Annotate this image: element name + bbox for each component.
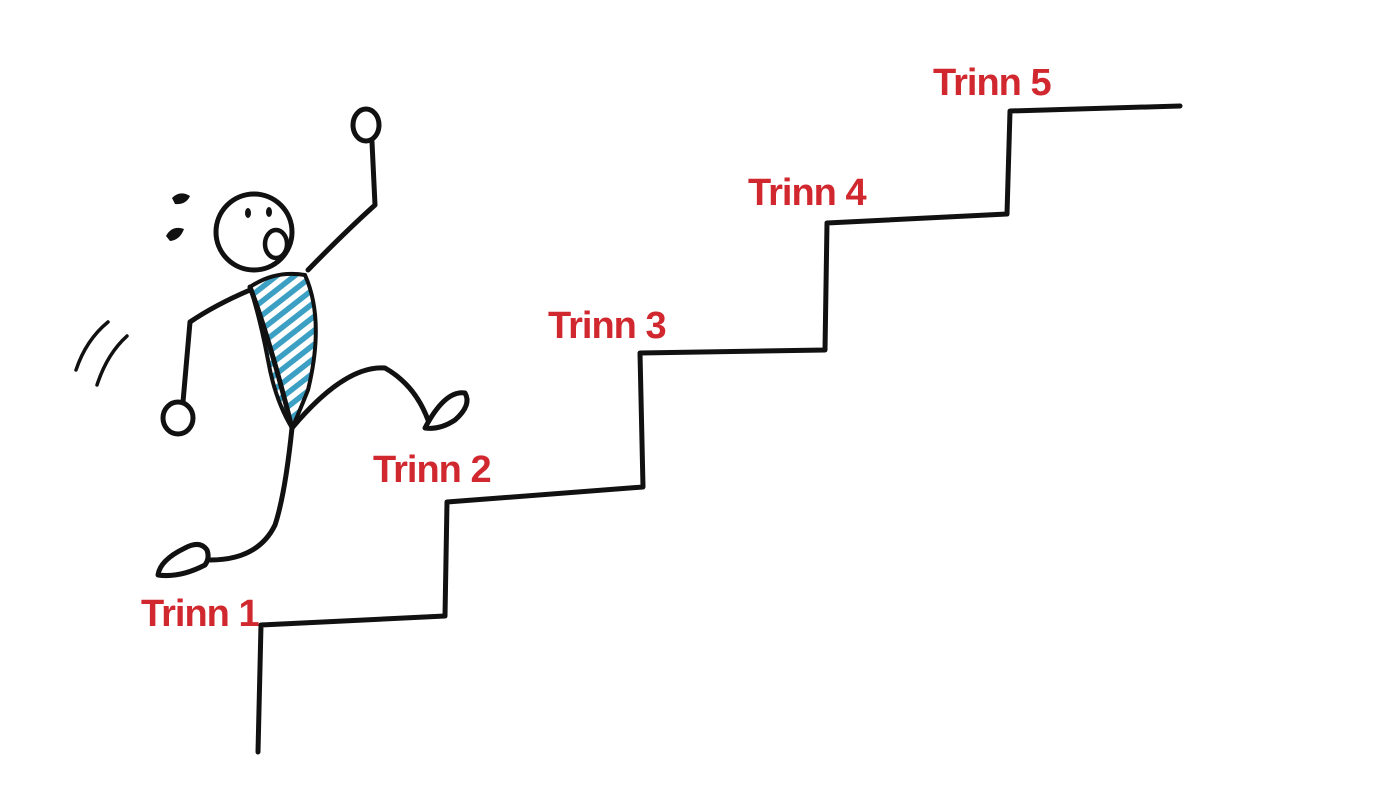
step-label-3: Trinn 3 [548,305,666,347]
front-foot-icon [422,390,470,431]
fist-icon [160,399,196,437]
step-label-2: Trinn 2 [373,449,491,491]
back-foot-icon [155,542,211,578]
step-label-5: Trinn 5 [933,62,1051,104]
raised-fist-icon [350,106,382,144]
staircase-icon [255,103,1183,755]
head-icon [213,191,295,273]
step-label-4: Trinn 4 [748,172,866,214]
shirt-icon [247,271,318,433]
step-label-1: Trinn 1 [141,593,259,635]
running-stick-figure-icon [74,106,470,578]
